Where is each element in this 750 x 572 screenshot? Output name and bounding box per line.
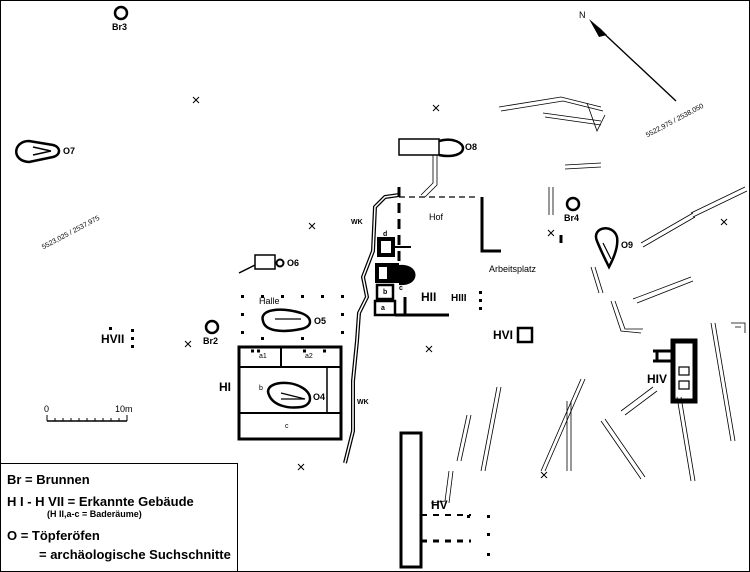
building-h1-label: HI	[219, 380, 231, 394]
kiln-o7-label: O7	[63, 146, 76, 156]
kiln-o8	[398, 138, 465, 158]
hof-walls	[397, 187, 563, 277]
bath-a-label: a	[381, 305, 385, 312]
building-h4-label: HIV	[647, 372, 668, 386]
building-h5-label: HV	[431, 498, 448, 512]
kiln-o4	[266, 381, 312, 409]
kiln-o5	[261, 308, 312, 333]
survey-markers	[184, 96, 728, 479]
kiln-o4-label: O4	[313, 392, 326, 402]
legend-brunnen: Br = Brunnen	[7, 472, 90, 487]
kiln-o9	[594, 227, 619, 270]
room-a2-label: a2	[305, 353, 313, 360]
legend: Br = Brunnen H I - H VII = Erkannte Gebä…	[1, 463, 238, 571]
room-c-label: c	[285, 423, 289, 430]
water-channel-label-lower: WK	[357, 399, 369, 406]
arbeitsplatz-label: Arbeitsplatz	[489, 264, 537, 274]
bath-d-label: d	[383, 231, 388, 238]
kiln-o5-label: O5	[314, 316, 327, 326]
building-h7-label: HVII	[101, 332, 125, 346]
building-h7-dots	[109, 327, 134, 348]
well-br3	[113, 5, 129, 21]
halle-dots	[241, 295, 344, 340]
kiln-o7	[15, 139, 61, 164]
building-h3-dots	[479, 291, 482, 310]
bath-b-label: b	[383, 289, 388, 296]
well-br2-label: Br2	[203, 336, 219, 346]
kiln-o6	[238, 254, 285, 274]
kiln-o9-label: O9	[621, 240, 634, 250]
north-label: N	[579, 10, 586, 20]
well-br3-label: Br3	[112, 22, 128, 32]
room-a1-label: a1	[259, 353, 267, 360]
water-channel-label-upper: WK	[351, 219, 363, 226]
well-br2	[204, 319, 220, 335]
building-h5	[399, 431, 490, 569]
building-h2	[373, 237, 449, 317]
scale-zero-label: 0	[44, 404, 50, 414]
well-br4-label: Br4	[564, 213, 580, 223]
room-b-label: b	[259, 385, 263, 392]
legend-gebaeude: H I - H VII = Erkannte Gebäude	[7, 494, 194, 509]
kiln-o8-label: O8	[465, 142, 478, 152]
legend-baderaeume: (H II,a-c = Baderäume)	[47, 509, 142, 519]
halle-label: Halle	[259, 296, 280, 306]
building-h6-label: HVI	[493, 328, 514, 342]
scale-ten-label: 10m	[115, 404, 133, 414]
scale-bar	[46, 415, 128, 422]
bath-c-label: c	[399, 285, 403, 292]
north-arrow-icon	[589, 19, 677, 102]
building-h4	[653, 338, 698, 404]
building-h3-label: HIII	[451, 293, 467, 304]
trenches	[420, 96, 748, 504]
building-h2-label: HII	[421, 290, 437, 304]
building-h1	[237, 345, 343, 441]
well-br4	[565, 196, 581, 212]
building-h6	[516, 326, 534, 344]
hof-label: Hof	[429, 212, 444, 222]
legend-oefen: O = Töpferöfen	[7, 528, 100, 543]
kiln-o6-label: O6	[287, 258, 300, 268]
legend-suchschnitte: = archäologische Suchschnitte	[39, 547, 231, 562]
